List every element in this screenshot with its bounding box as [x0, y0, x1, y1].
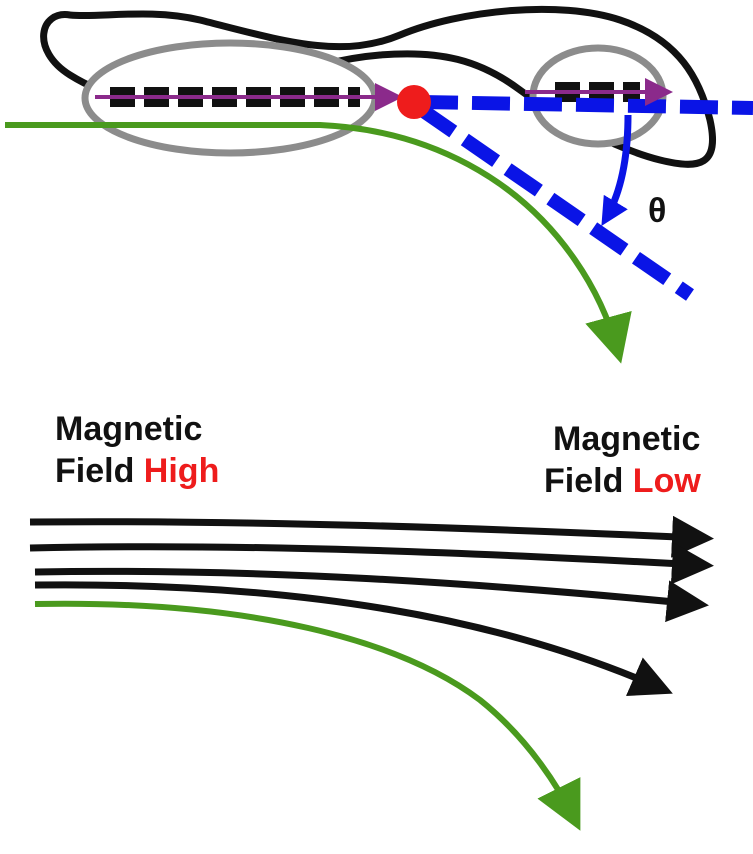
field-line-2: [29, 542, 714, 585]
right-label-prefix: Field: [544, 462, 633, 500]
angle-arrow: [601, 114, 632, 227]
particle-dot: [397, 85, 431, 119]
left-label-line2: Field High: [55, 452, 219, 490]
bottom-trajectory: [34, 600, 581, 831]
left-label-prefix: Field: [55, 452, 144, 490]
left-label-line1: Magnetic: [55, 410, 202, 448]
right-label-line2: Field Low: [544, 462, 701, 500]
field-line-4: [34, 581, 673, 697]
right-label-line1: Magnetic: [553, 420, 700, 458]
horizontal-reference-line: [419, 95, 753, 115]
left-label-emphasis: High: [144, 452, 220, 490]
theta-symbol: θ: [648, 192, 666, 230]
right-label-emphasis: Low: [633, 462, 702, 500]
deflected-reference-line: [418, 104, 694, 301]
top-trajectory: [5, 122, 632, 364]
field-line-1: [29, 515, 714, 558]
field-line-3: [34, 567, 709, 623]
